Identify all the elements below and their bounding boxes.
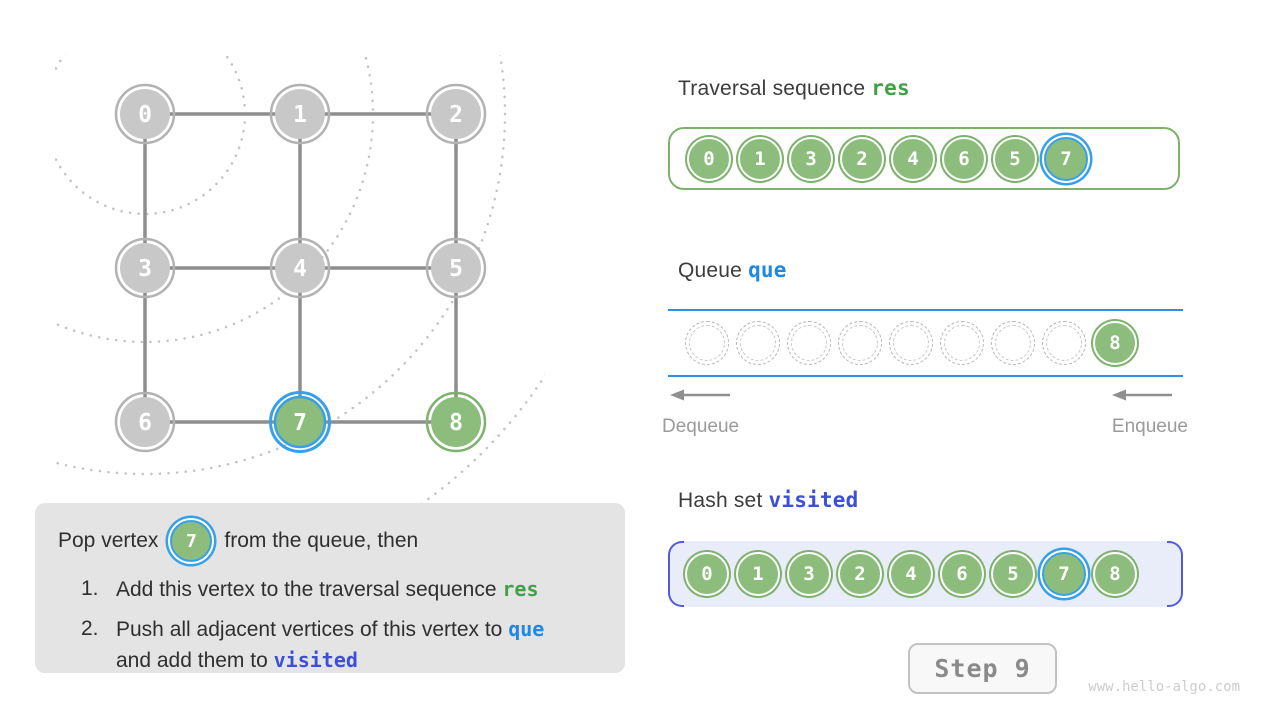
watermark: www.hello-algo.com	[1088, 679, 1240, 695]
intro-text-before: Pop vertex	[58, 529, 159, 552]
svg-text:7: 7	[293, 410, 307, 436]
intro-vertex-circle: 7	[170, 520, 213, 562]
res-item-3-2: 2	[840, 136, 884, 181]
enqueue-arrow-icon	[1112, 389, 1172, 401]
dequeue-label: Dequeue	[662, 416, 740, 437]
visited-item-1-1: 1	[736, 552, 780, 596]
svg-text:3: 3	[138, 256, 152, 282]
visited-item-4-4: 4	[889, 552, 933, 596]
step-button[interactable]: Step 9	[908, 643, 1057, 694]
svg-text:6: 6	[138, 410, 152, 436]
graph: 0 1 2 3 4 5 6 7 8	[55, 55, 545, 505]
graph-node-5: 5	[425, 237, 487, 299]
res-item-2-3: 3	[789, 136, 833, 181]
res-section-title: Traversal sequence res	[678, 76, 910, 101]
res-item-4-4: 4	[891, 136, 935, 181]
visited-item-6-5: 5	[991, 552, 1035, 596]
queue-slot-6-empty	[991, 321, 1035, 365]
visited-item-0-0: 0	[685, 552, 729, 596]
visited-item-8-8: 8	[1093, 552, 1137, 596]
description-step-2: 2.Push all adjacent vertices of this ver…	[81, 617, 545, 672]
visited-item-2-3: 3	[787, 552, 831, 596]
visited-item-3-2: 2	[838, 552, 882, 596]
dequeue-arrow-icon	[670, 389, 730, 401]
res-item-1-1: 1	[738, 136, 782, 181]
visited-title-plain: Hash set	[678, 489, 769, 512]
visited-title-code: visited	[768, 488, 859, 512]
visited-item-5-6: 6	[940, 552, 984, 596]
description-steps: 1.Add this vertex to the traversal seque…	[58, 574, 605, 676]
res-item-6-5: 5	[993, 136, 1037, 181]
svg-text:1: 1	[293, 102, 307, 128]
res-item-0-0: 0	[687, 136, 731, 181]
bfs-layer-arc	[55, 55, 507, 476]
svg-text:2: 2	[449, 102, 463, 128]
queue-slot-7-empty	[1042, 321, 1086, 365]
queue-section-title: Queue que	[678, 258, 787, 283]
description-step-1: 1.Add this vertex to the traversal seque…	[81, 577, 539, 601]
intro-text-after: from the queue, then	[224, 529, 419, 552]
queue-slot-1-empty	[736, 321, 780, 365]
res-title-plain: Traversal sequence	[678, 77, 872, 100]
visited-item-7-7: 7	[1042, 552, 1086, 596]
description-intro: Pop vertex 7 from the queue, then	[58, 520, 605, 562]
queue-slot-3-empty	[838, 321, 882, 365]
queue-title-plain: Queue	[678, 259, 749, 282]
queue-row: 8	[668, 311, 1183, 375]
res-item-5-6: 6	[942, 136, 986, 181]
res-item-7-7: 7	[1044, 136, 1088, 181]
graph-node-0: 0	[114, 83, 176, 145]
enqueue-label: Enqueue	[1111, 416, 1188, 437]
svg-text:0: 0	[138, 102, 152, 128]
queue-title-code: que	[748, 258, 787, 282]
description-box: Pop vertex 7 from the queue, then 1.Add …	[35, 503, 625, 673]
queue-slot-4-empty	[889, 321, 933, 365]
queue-slot-8-8: 8	[1093, 321, 1137, 365]
graph-node-6: 6	[114, 391, 176, 453]
svg-text:8: 8	[449, 410, 463, 436]
visited-section-title: Hash set visited	[678, 488, 858, 513]
graph-node-8: 8	[425, 391, 487, 453]
graph-node-2: 2	[425, 83, 487, 145]
res-title-code: res	[871, 76, 910, 100]
queue-slot-5-empty	[940, 321, 984, 365]
svg-text:5: 5	[449, 256, 463, 282]
svg-text:4: 4	[293, 256, 307, 282]
graph-node-7: 7	[269, 391, 331, 453]
graph-node-1: 1	[269, 83, 331, 145]
queue-slot-2-empty	[787, 321, 831, 365]
queue-slot-0-empty	[685, 321, 729, 365]
queue-band: 8	[668, 309, 1183, 377]
graph-node-3: 3	[114, 237, 176, 299]
graph-node-4: 4	[269, 237, 331, 299]
